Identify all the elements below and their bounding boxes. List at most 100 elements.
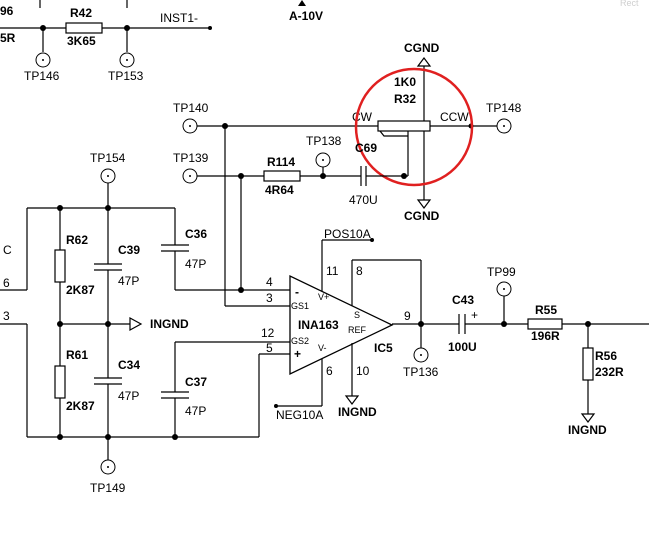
- label-r32-ref: R32: [394, 92, 416, 106]
- junction-dot: [401, 173, 407, 179]
- ingnd-mid-icon: [129, 316, 143, 332]
- junction-dot: [57, 321, 63, 327]
- label-ccw: CCW: [440, 110, 469, 124]
- resistor-r55: [527, 318, 563, 330]
- test-point-center: [322, 159, 324, 161]
- test-point-center: [189, 175, 191, 177]
- label-tp149: TP149: [90, 481, 126, 495]
- label-r96-value: 5R: [0, 31, 16, 45]
- label-r96-ref: 96: [0, 4, 14, 18]
- label-ic5: IC5: [374, 341, 393, 355]
- junction-dot: [124, 25, 130, 31]
- label-tp140: TP140: [173, 101, 209, 115]
- label-cgnd-top: CGND: [404, 41, 440, 55]
- test-point-center: [503, 125, 505, 127]
- label-a10v: A-10V: [289, 9, 323, 23]
- label-pos10a: POS10A: [324, 227, 371, 241]
- r114-c69-network: TP139 R114 4R64 TP138 C69 470U: [173, 134, 408, 207]
- test-point-center: [503, 288, 505, 290]
- label-r62-ref: R62: [66, 233, 88, 247]
- cgnd-top-icon: [416, 57, 432, 67]
- test-point-center: [126, 59, 128, 61]
- label-cgnd-bottom: CGND: [404, 209, 440, 223]
- supply-arrow-icon: [298, 0, 306, 6]
- label-ingnd-right: INGND: [568, 423, 607, 437]
- label-ingnd-ic: INGND: [338, 405, 377, 419]
- label-tp154: TP154: [90, 151, 126, 165]
- ic5-ina163: POS10A 11 8 4 3 12 5 9 6 10 - + GS1 GS2 …: [261, 227, 459, 422]
- label-r56-value: 232R: [595, 365, 624, 379]
- label-vminus: V-: [318, 343, 327, 353]
- label-r42-value: 3K65: [67, 34, 96, 48]
- ingnd-ic-icon: [344, 395, 360, 405]
- label-tp139: TP139: [173, 151, 209, 165]
- test-point-center: [107, 466, 109, 468]
- output-network: C43 + 100U TP99 R55 196R R56 232R INGND: [448, 265, 649, 437]
- label-r61-ref: R61: [66, 348, 88, 362]
- wire-pot-link: [379, 130, 408, 137]
- label-c43-plus: +: [471, 308, 478, 322]
- label-c39-value: 47P: [118, 274, 139, 288]
- label-plus: +: [294, 347, 301, 361]
- label-pin10: 10: [356, 364, 370, 378]
- potentiometer-r32: [377, 120, 431, 132]
- label-pin12: 12: [261, 326, 275, 340]
- junction-dot: [40, 25, 46, 31]
- resistor-r61: [54, 365, 66, 399]
- label-tp138: TP138: [306, 134, 342, 148]
- label-r62-value: 2K87: [66, 283, 95, 297]
- label-ref-pin: REF: [348, 325, 367, 335]
- label-r114-value: 4R64: [265, 183, 294, 197]
- label-r114-ref: R114: [267, 155, 295, 169]
- label-r55-value: 196R: [531, 329, 560, 343]
- label-c43-value: 100U: [448, 340, 477, 354]
- resistor-r114: [263, 170, 301, 182]
- label-gs2: GS2: [291, 336, 309, 346]
- label-pin9: 9: [404, 309, 411, 323]
- cgnd-bottom-icon: [416, 199, 432, 209]
- test-point-center: [189, 125, 191, 127]
- wire-end-dot: [208, 26, 212, 30]
- label-pin4: 4: [266, 275, 273, 289]
- pot-network: CGND 1K0 R32 CW CCW TP140 TP148 CGND: [173, 41, 522, 223]
- label-r56-ref: R56: [595, 349, 617, 363]
- test-point-center: [107, 175, 109, 177]
- label-left-3: 3: [3, 309, 10, 323]
- label-pin11: 11: [326, 264, 339, 278]
- label-neg10a: NEG10A: [276, 408, 323, 422]
- test-point-center: [42, 59, 44, 61]
- highlight-circle: [354, 67, 474, 187]
- label-pin8: 8: [356, 264, 363, 278]
- test-point-center: [420, 354, 422, 356]
- top-left-network: 96 5R R42 3K65 INST1- TP146 TP153 A-10V …: [0, 0, 639, 83]
- label-left-6: 6: [3, 276, 10, 290]
- label-c69-ref: C69: [355, 141, 377, 155]
- label-pin5: 5: [266, 341, 273, 355]
- resistor-r62: [54, 249, 66, 283]
- label-c37-value: 47P: [185, 404, 206, 418]
- label-inst1: INST1-: [160, 11, 198, 25]
- label-c36-ref: C36: [185, 227, 207, 241]
- label-tp148: TP148: [486, 101, 522, 115]
- label-c43-ref: C43: [452, 293, 474, 307]
- label-vplus: V+: [318, 292, 329, 302]
- label-left-c: C: [3, 243, 12, 257]
- label-c37-ref: C37: [185, 375, 207, 389]
- label-c34-value: 47P: [118, 389, 139, 403]
- label-tp136: TP136: [403, 365, 439, 379]
- label-r42-ref: R42: [70, 6, 92, 20]
- resistor-r42: [65, 22, 103, 34]
- input-filter-network: TP154 TP149 INGND: [0, 126, 290, 495]
- wire-end-dot: [274, 404, 278, 408]
- label-ina163: INA163: [298, 318, 339, 332]
- label-minus: -: [295, 285, 299, 299]
- label-r32-value: 1K0: [394, 75, 416, 89]
- label-ingnd-mid: INGND: [150, 317, 189, 331]
- op-amp-triangle-icon: [289, 274, 394, 376]
- label-tp146: TP146: [24, 69, 60, 83]
- label-pin6: 6: [326, 364, 333, 378]
- label-c69-value: 470U: [349, 193, 378, 207]
- label-r61-value: 2K87: [66, 399, 95, 413]
